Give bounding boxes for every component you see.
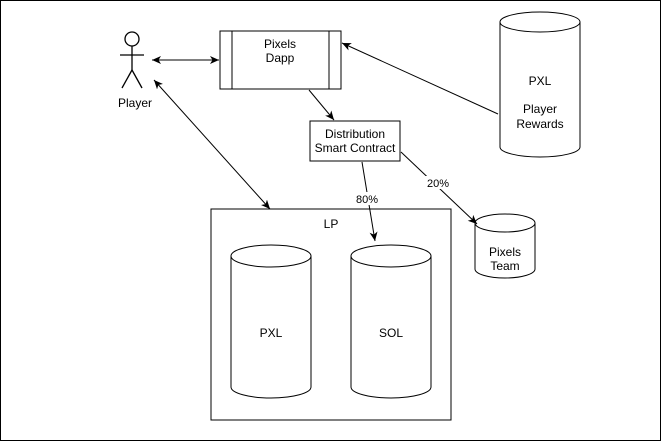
player-right-leg <box>131 69 143 89</box>
edge-dapp-to-distribution <box>308 89 335 121</box>
player-actor <box>120 31 144 89</box>
pixels-dapp-label-line1: Pixels <box>264 37 296 51</box>
edge-label-20: 20% <box>427 178 449 190</box>
pixels-dapp-label-line2: Dapp <box>266 51 295 65</box>
lp-pxl-db <box>230 244 312 399</box>
lp-sol-label: SOL <box>379 326 403 340</box>
player-head <box>124 31 140 47</box>
rewards-db-label-line2: Player <box>523 102 557 116</box>
pxl-player-rewards-db <box>499 11 581 158</box>
distribution-label-line1: Distribution <box>325 127 385 141</box>
edge-label-80: 80% <box>356 194 378 206</box>
distribution-label-line2: Smart Contract <box>315 141 396 155</box>
team-db-label-line1: Pixels <box>489 245 521 259</box>
lp-pxl-label: PXL <box>260 326 283 340</box>
edge-rewards-to-dapp <box>341 42 499 115</box>
rewards-db-label-line1: PXL <box>529 74 552 88</box>
lp-sol-db <box>350 244 432 399</box>
rewards-db-label-line3: Rewards <box>516 117 563 131</box>
lp-label: LP <box>324 217 339 231</box>
distribution-contract-node <box>309 120 401 162</box>
player-label: Player <box>118 96 152 110</box>
pixels-team-db <box>474 213 536 279</box>
pixels-dapp-node <box>219 30 342 90</box>
player-left-leg <box>121 69 133 89</box>
team-db-label-line2: Team <box>490 259 519 273</box>
edge-player-lp <box>153 79 271 210</box>
edge-label-20-bg <box>424 176 450 189</box>
edge-label-80-bg <box>353 192 379 205</box>
